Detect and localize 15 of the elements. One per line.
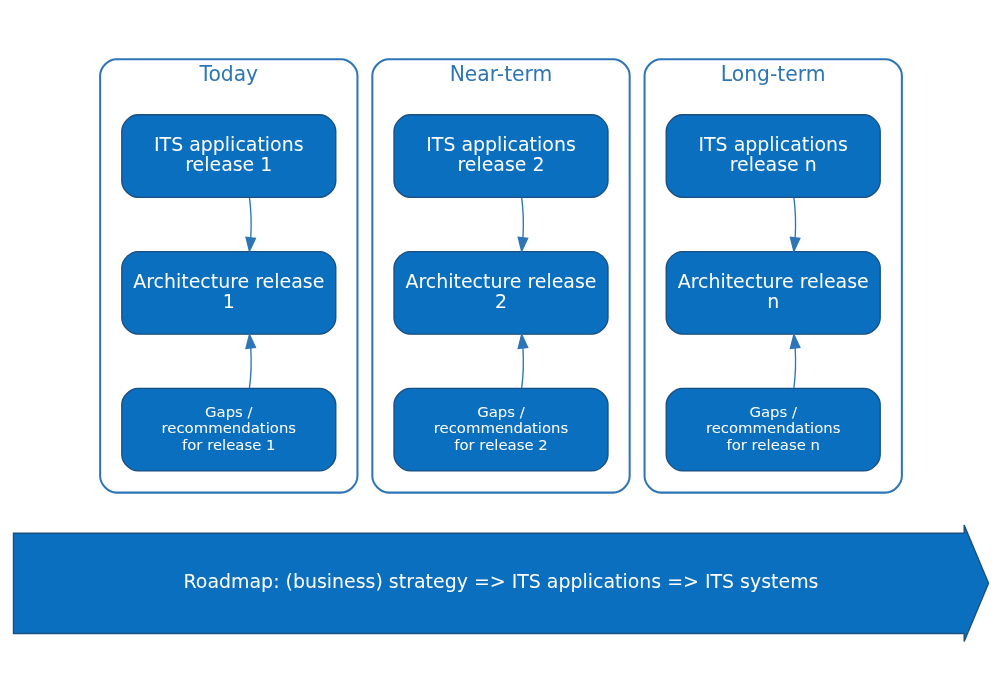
node-box: Gaps / recommendations for release 1 <box>121 387 337 472</box>
node-box: Architecture release 2 <box>393 250 609 335</box>
arrow <box>245 331 257 389</box>
arrow <box>245 196 257 253</box>
arrow <box>789 331 801 389</box>
node-box: Gaps / recommendations for release n <box>665 387 881 472</box>
node-box: ITS applications release 2 <box>393 113 609 198</box>
node-box: Gaps / recommendations for release 2 <box>393 387 609 472</box>
node-box: Architecture release n <box>665 250 881 335</box>
arrow <box>789 196 801 253</box>
arrow <box>517 331 529 389</box>
node-box: Architecture release 1 <box>121 250 337 335</box>
arrow <box>517 196 529 253</box>
node-box: ITS applications release n <box>665 113 881 198</box>
node-box: ITS applications release 1 <box>121 113 337 198</box>
